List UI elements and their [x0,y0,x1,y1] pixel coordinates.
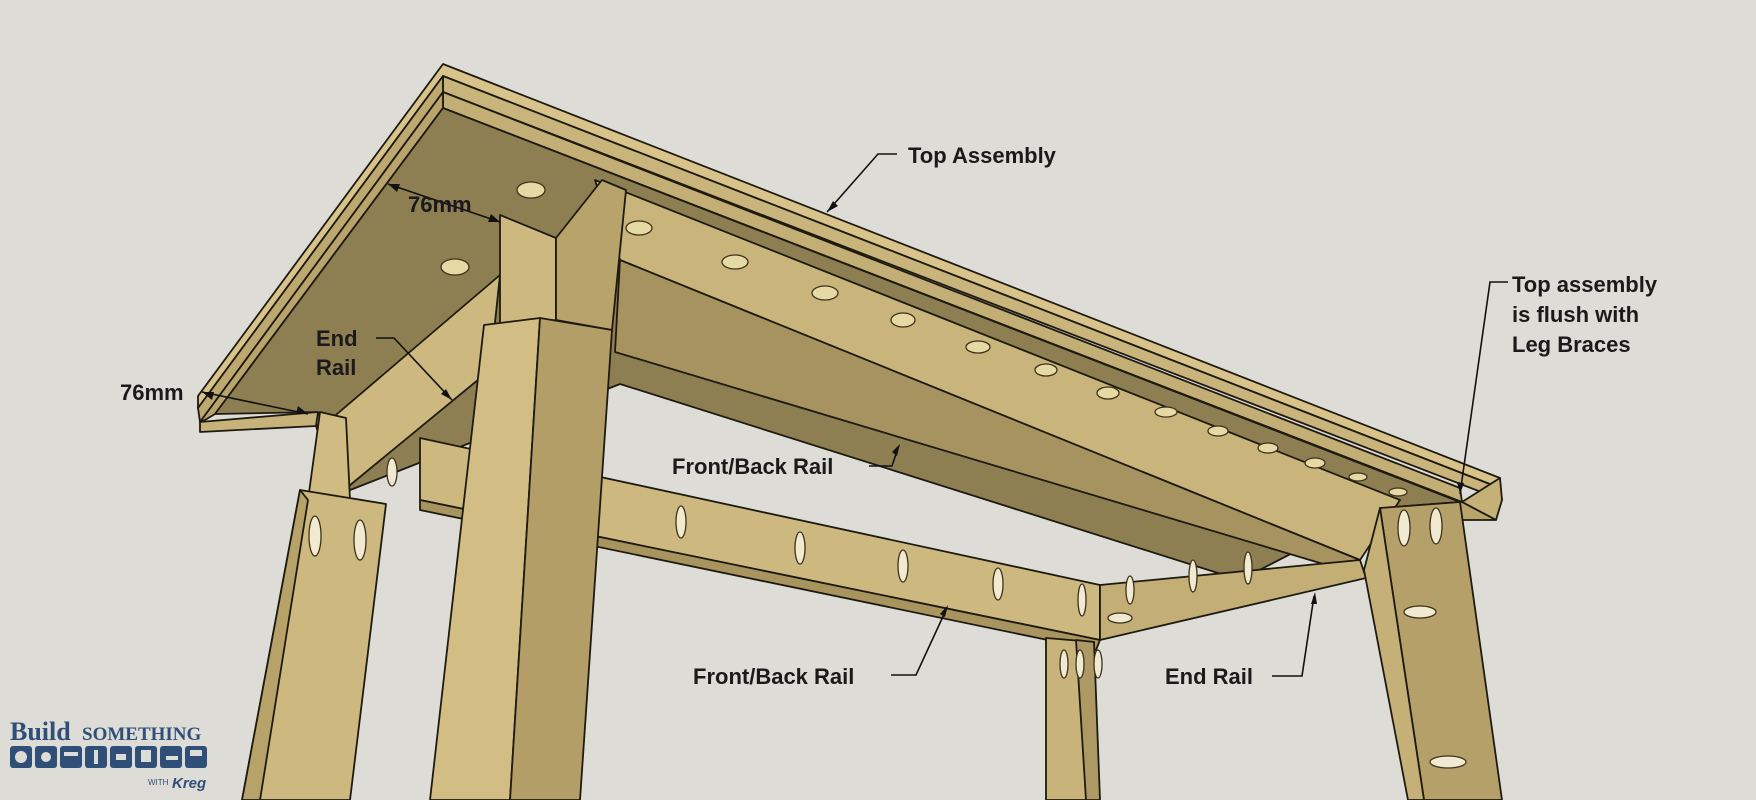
logo-tool-icon-detail [166,756,178,760]
arrowhead-front-back-lower [940,605,948,617]
right-end-rail [1099,559,1367,641]
pocket-hole [1348,472,1368,482]
leader-end-rail-left [376,337,453,401]
pocket-hole [1403,605,1437,619]
pocket-hole [890,312,916,328]
pocket-hole [992,567,1004,601]
logo-tool-icon [60,746,82,768]
label-front-back-rail-upper: Front/Back Rail [672,454,833,479]
pocket-hole [1243,551,1253,585]
pocket-hole [353,519,367,561]
pocket-hole [1107,612,1133,624]
pocket-hole [1077,583,1087,617]
pocket-hole [1429,507,1443,545]
pocket-hole [625,220,653,236]
logo-tool-icon-detail [94,750,98,764]
pocket-hole [965,340,991,354]
tabletop-second-layer-left [199,91,444,423]
pocket-hole [721,254,749,270]
logo-tool-icon-detail [116,754,126,760]
pocket-hole [1388,487,1408,497]
leader-lines [376,153,1508,677]
pocket-hole [1154,406,1178,418]
label-top-assembly: Top Assembly [908,143,1057,168]
arrowhead-end-rail-left [441,389,452,400]
pocket-hole [1188,559,1198,593]
dim-top-arrow-b [488,214,500,222]
label-dim-left: 76mm [120,380,184,405]
logo-tool-icon-detail [15,751,27,763]
logo-something-text: SOMETHING [82,724,202,745]
logo-kreg-text: Kreg [172,775,206,792]
logo-tool-icons [10,746,207,768]
leg-back-right-inner [1363,507,1425,800]
pocket-hole [1096,386,1120,400]
pocket-hole [794,531,806,565]
dim-left-arrow-a [202,392,214,400]
pocket-hole [1075,649,1085,679]
leader-end-rail-right [1272,595,1315,677]
pocket-hole [811,285,839,301]
pocket-hole [440,258,470,276]
label-top-flush-line1: Top assembly [1512,272,1658,297]
pocket-hole [1093,649,1103,679]
dim-top-arrow-a [388,184,400,192]
leg-front-center-lower [429,317,541,800]
pocket-hole [1125,575,1135,605]
arrowhead-top-flush [1457,482,1464,494]
dim-top-line [387,183,501,223]
dimension-lines [201,183,501,415]
tabletop-front-rim [199,411,319,433]
pocket-holes-rails [308,457,1467,769]
leg-back-middle-side [1075,639,1101,800]
pocket-hole [897,549,909,583]
dim-left-line [201,391,309,415]
arrowhead-end-rail-right [1311,592,1317,604]
pocket-hole [1397,509,1411,547]
logo-tool-icon-detail [64,752,78,756]
label-end-rail-left-line1: End [316,326,358,351]
leg-front-center-lower-side [509,317,613,800]
leg-front-center-side [555,179,627,331]
pocket-hole [516,181,546,199]
logo-with-text: WITH [148,778,169,787]
logo-build-text: Build [10,717,71,746]
label-end-rail-left-line2: Rail [316,355,356,380]
pocket-hole [308,515,322,557]
arrowhead-top-assembly [827,201,838,212]
pocket-hole [1207,425,1229,437]
label-top-flush-line3: Leg Braces [1512,332,1631,357]
arrowhead-front-back-upper [892,444,900,456]
logo-tool-icon [185,746,207,768]
pocket-hole [1304,457,1326,469]
pocket-hole [386,457,398,487]
pocket-holes-underside [440,181,1408,497]
label-front-back-rail-lower: Front/Back Rail [693,664,854,689]
logo-tool-icon-detail [141,750,151,762]
dim-left-arrow-b [296,406,308,414]
logo-tool-icon-detail [41,752,51,762]
pocket-hole [1429,755,1467,769]
leader-top-flush [1459,281,1508,495]
pocket-hole [1034,363,1058,377]
label-dim-top: 76mm [408,192,472,217]
buildsomething-logo: Build SOMETHING WITH Kreg [10,717,207,792]
pocket-hole [1059,649,1069,679]
logo-tool-icon-detail [190,750,202,756]
pocket-hole [675,505,687,539]
label-top-flush-line2: is flush with [1512,302,1639,327]
leader-front-back-lower [891,609,947,676]
leader-top-assembly [826,153,897,213]
leg-front-left-side [241,489,309,800]
pocket-hole [1257,442,1279,454]
label-end-rail-right: End Rail [1165,664,1253,689]
